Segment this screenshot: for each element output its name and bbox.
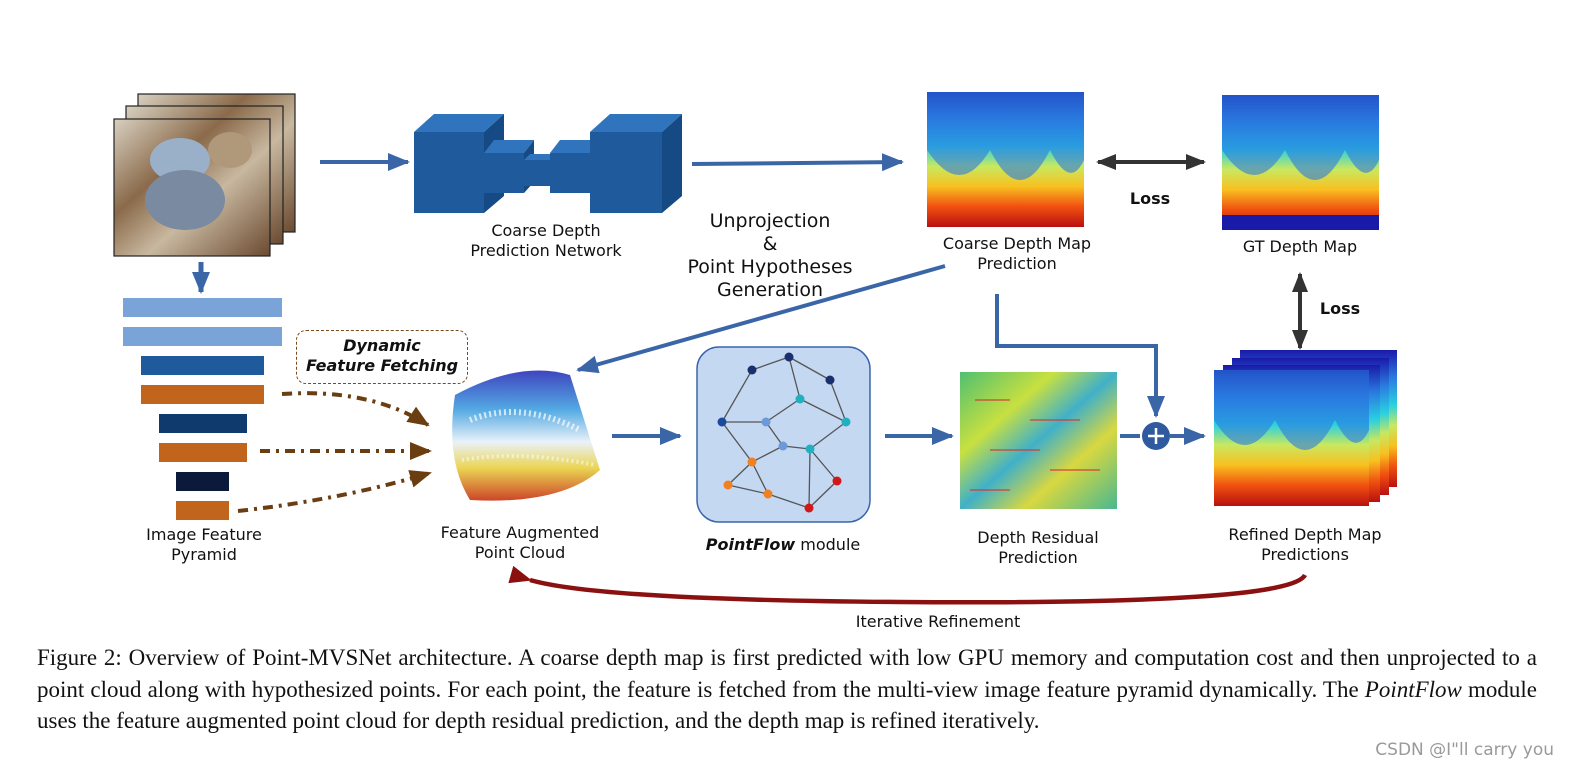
sum-node-icon: [1142, 422, 1170, 450]
dynamic-fetch-line2: Feature Fetching: [305, 356, 459, 375]
caption-italic: PointFlow: [1364, 676, 1462, 702]
pyramid-label-line1: Image Feature: [146, 525, 262, 544]
gt-map-label: GT Depth Map: [1242, 237, 1358, 256]
pointflow-label: PointFlow module: [683, 535, 883, 555]
gt-depth-map-image: [1222, 95, 1379, 230]
dynamic-fetch-line1: Dynamic: [343, 336, 421, 355]
coarse-map-label-line2: Prediction: [977, 254, 1057, 273]
input-images: [113, 93, 296, 257]
residual-label-line2: Prediction: [998, 548, 1078, 567]
pointflow-module: [696, 346, 871, 523]
coarse-network-label-line2: Prediction Network: [470, 241, 622, 260]
dynamic-fetch-label: Dynamic Feature Fetching: [296, 336, 468, 376]
point-cloud-label-line2: Point Cloud: [474, 543, 566, 562]
point-cloud-label: Feature Augmented Point Cloud: [420, 523, 620, 563]
coarse-map-label: Coarse Depth Map Prediction: [917, 234, 1117, 274]
pyramid-label-line2: Pyramid: [171, 545, 237, 564]
point-cloud-label-line1: Feature Augmented: [440, 523, 600, 542]
feature-augmented-point-cloud: [452, 370, 600, 501]
refined-label-line1: Refined Depth Map: [1228, 525, 1382, 544]
depth-residual-image: [960, 372, 1117, 509]
iterative-refinement-arrow: [508, 565, 1308, 605]
refined-depth-maps-image: [1214, 350, 1397, 506]
caption-part1: Figure 2: Overview of Point-MVSNet archi…: [37, 645, 1537, 702]
image-feature-pyramid: [123, 298, 282, 520]
arrow-unprojection: [576, 264, 946, 374]
caption-part2: module uses the feature augmented point …: [37, 676, 1537, 734]
coarse-network-label: Coarse Depth Prediction Network: [446, 221, 646, 261]
pyramid-label: Image Feature Pyramid: [104, 525, 304, 565]
fetch-arrow-top: [281, 391, 430, 427]
residual-label-line1: Depth Residual: [977, 528, 1099, 547]
dynamic-fetch-box: [296, 330, 468, 384]
unprojection-line1: Unprojection: [709, 210, 831, 232]
arrow-coarse-to-sum: [995, 294, 1165, 418]
refined-label-line2: Predictions: [1261, 545, 1349, 564]
refined-label: Refined Depth Map Predictions: [1205, 525, 1405, 565]
watermark: CSDN @I"ll carry you: [1375, 740, 1554, 760]
coarse-depth-network-icon: [414, 114, 682, 213]
loss-label-top: Loss: [1129, 189, 1171, 208]
unprojection-label: Unprojection & Point Hypotheses Generati…: [670, 210, 870, 302]
figure-caption: Figure 2: Overview of Point-MVSNet archi…: [37, 642, 1537, 737]
pointflow-label-name: PointFlow: [705, 535, 796, 554]
architecture-diagram: [113, 92, 1397, 605]
unprojection-line2: &: [762, 233, 778, 255]
unprojection-line3: Point Hypotheses: [687, 256, 853, 278]
fetch-arrow-bottom: [237, 470, 432, 513]
coarse-map-label-line1: Coarse Depth Map: [942, 234, 1092, 253]
loss-label-right: Loss: [1319, 299, 1361, 318]
iterative-refinement-label: Iterative Refinement: [855, 612, 1021, 631]
arrow-network-to-coarse-map: [691, 153, 904, 172]
residual-label: Depth Residual Prediction: [938, 528, 1138, 568]
coarse-network-label-line1: Coarse Depth: [491, 221, 601, 240]
coarse-depth-map-image: [927, 92, 1084, 227]
pointflow-label-suffix: module: [795, 535, 861, 554]
unprojection-line4: Generation: [717, 279, 823, 301]
